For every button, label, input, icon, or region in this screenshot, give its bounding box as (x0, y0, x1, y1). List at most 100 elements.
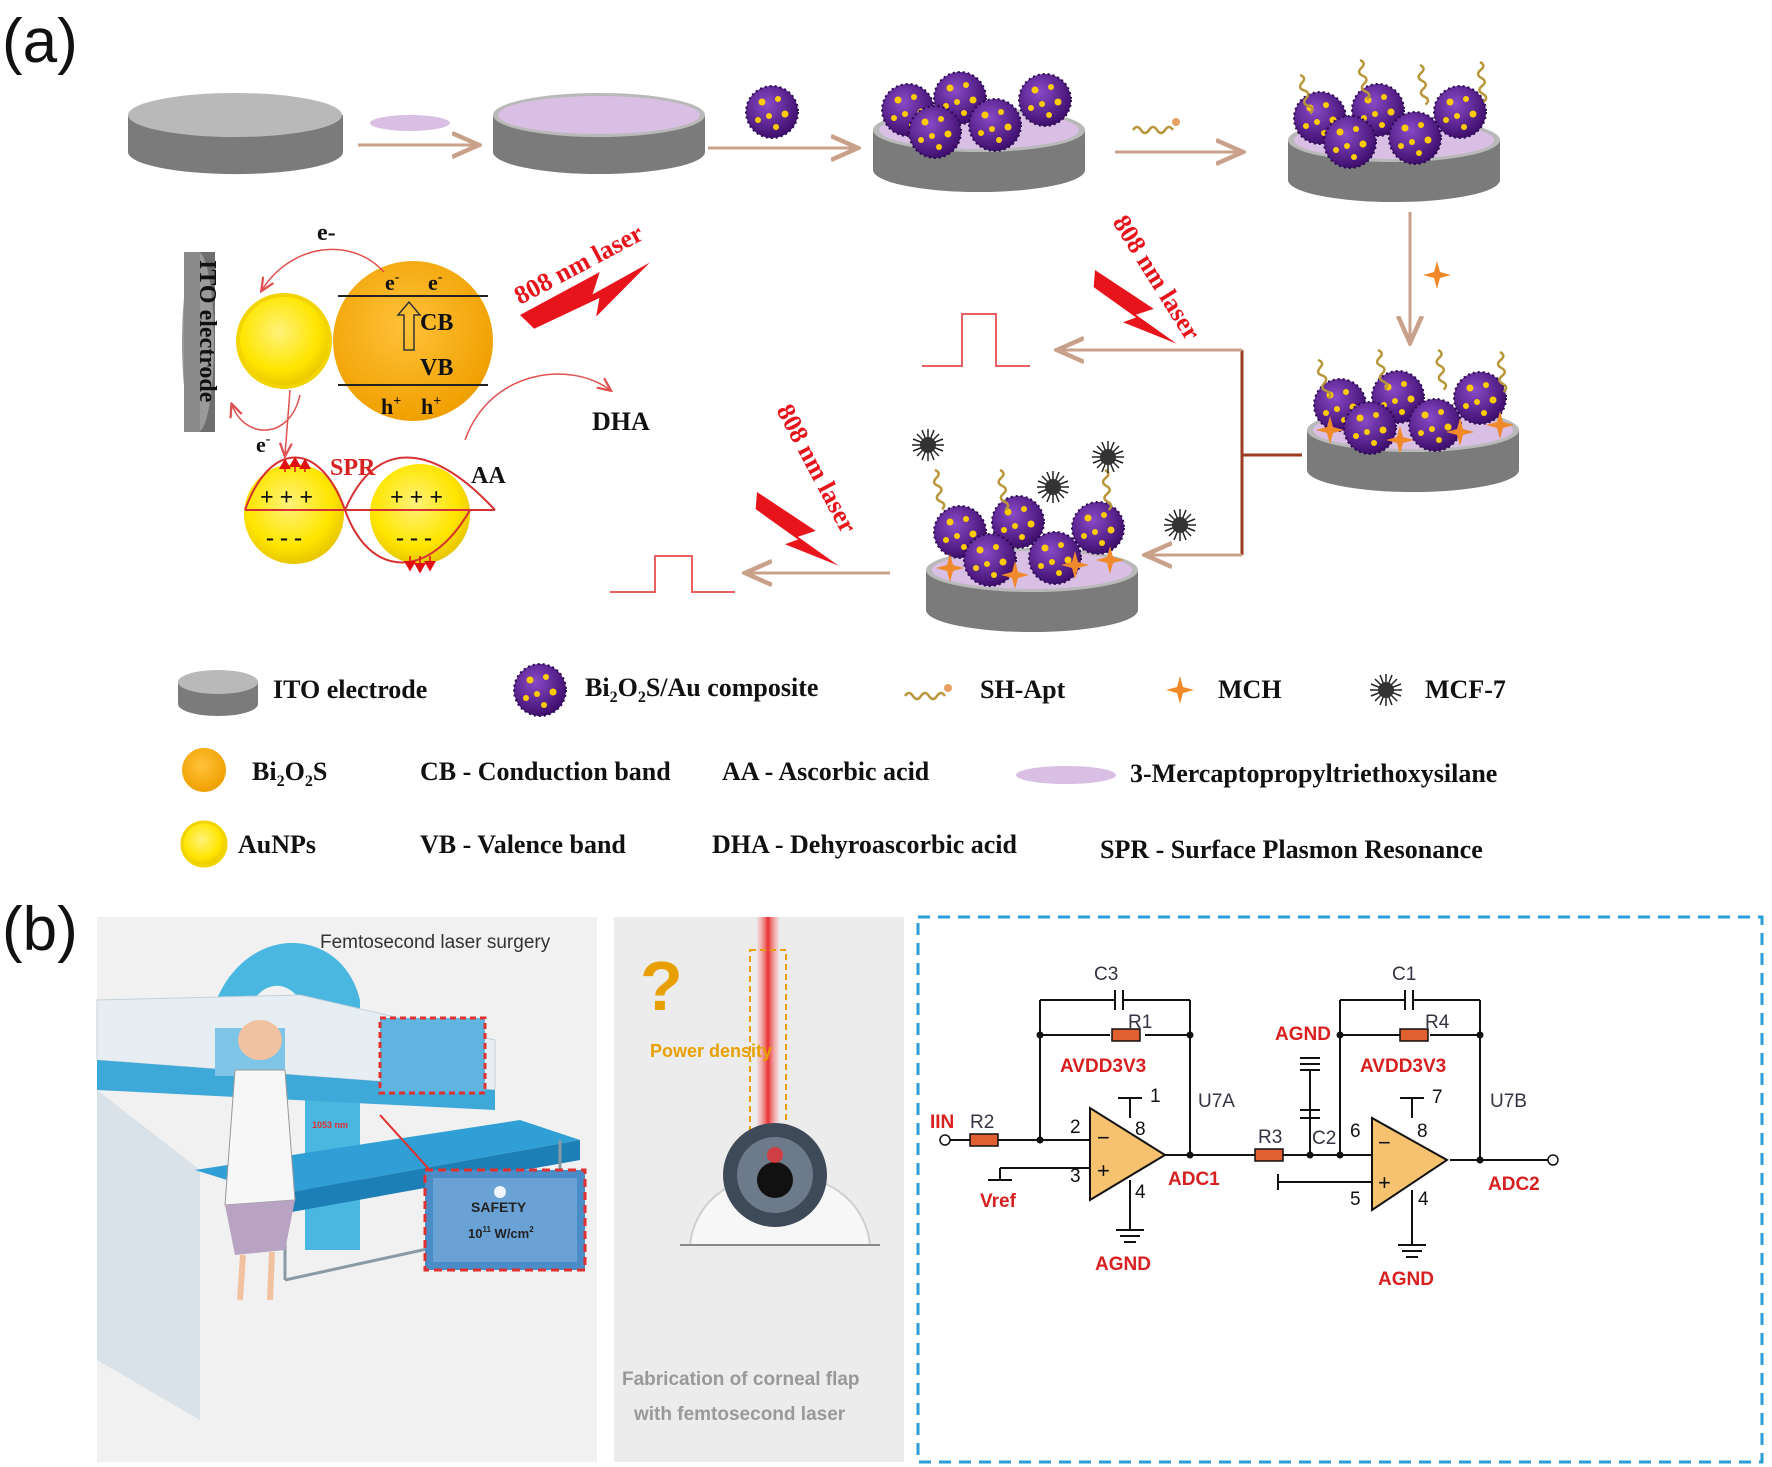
surgery-title: Femtosecond laser surgery (320, 932, 551, 953)
legend-aunps-label: AuNPs (238, 830, 316, 859)
legend-vb-label: VB - Valence band (420, 830, 626, 859)
spr-minus-1: - - - (266, 525, 302, 551)
opamp1-minus: − (1097, 1125, 1110, 1150)
electrode-aptamer (1288, 58, 1500, 202)
r1-label: R1 (1128, 1012, 1152, 1033)
dha-label: DHA (592, 407, 650, 436)
legend-spr-label: SPR - Surface Plasmon Resonance (1100, 835, 1483, 864)
circuit-components (939, 1028, 1559, 1212)
mechanism-ito-electrode (182, 252, 215, 432)
agnd3-label: AGND (1378, 1269, 1434, 1290)
spr-wave-inner (344, 456, 496, 511)
adc2-label: ADC2 (1488, 1174, 1540, 1195)
u7a-label: U7A (1198, 1091, 1235, 1112)
c1-label: C1 (1392, 964, 1416, 985)
sh-apt-icon (1131, 125, 1175, 135)
laser-label: 808 nm laser (1107, 210, 1207, 345)
photocurrent-pulse-high (922, 313, 1030, 367)
vb-label: VB (420, 355, 453, 381)
legend-cb-label: CB - Conduction band (420, 757, 671, 786)
agnd2-label: AGND (1275, 1024, 1331, 1045)
laser-bolt (1093, 270, 1177, 344)
ito-electrode-label: ITO electrode (194, 260, 220, 403)
photocurrent-pulse-low (610, 555, 735, 593)
spr-field-arrows (279, 456, 436, 574)
pin8a-label: 8 (1135, 1119, 1146, 1140)
wavelength-label: 1053 nm (312, 1120, 348, 1130)
mcf7-icon (1163, 508, 1197, 542)
vref-label: Vref (980, 1191, 1017, 1212)
legend-aunps-icon (180, 820, 228, 868)
laser-bolt (520, 262, 650, 329)
excitation-arrow (396, 300, 422, 351)
cb-electron-1: e- (385, 270, 400, 295)
legend-composite-icon (513, 663, 567, 717)
legend-composite-label: Bi2O2S/Au composite (585, 673, 818, 706)
pin4a-label: 4 (1135, 1182, 1146, 1203)
electrode-silane (493, 93, 705, 174)
opamp1-plus: + (1097, 1158, 1110, 1183)
r2-label: R2 (970, 1112, 994, 1133)
pin5-label: 5 (1350, 1189, 1361, 1210)
spr-plus-2: + + + (390, 485, 443, 511)
aa-label: AA (471, 463, 506, 489)
pin2-label: 2 (1070, 1117, 1081, 1138)
electrode-bare (128, 93, 343, 175)
aunp-spr-1 (244, 464, 344, 564)
legend-ito-icon (178, 670, 258, 716)
spr-wave (244, 456, 495, 564)
legend-ito-label: ITO electrode (273, 675, 427, 704)
electrode-composite (873, 71, 1085, 192)
pin3-label: 3 (1070, 1166, 1081, 1187)
pin4b-label: 4 (1418, 1189, 1429, 1210)
pin6-label: 6 (1350, 1121, 1361, 1142)
legend-mcf7-icon (1369, 673, 1403, 707)
corneal-illustration (614, 917, 904, 1462)
spr-label: SPR (330, 455, 376, 481)
r4-label: R4 (1425, 1012, 1450, 1033)
avdd1-label: AVDD3V3 (1060, 1056, 1146, 1077)
electron-transfer-arrow (262, 248, 385, 290)
aa-oxidation-arrow (464, 373, 610, 441)
corneal-caption-1: Fabrication of corneal flap (622, 1369, 860, 1390)
legend-silane-label: 3-Mercaptopropyltriethoxysilane (1130, 759, 1497, 788)
panel-a-label: (a) (2, 7, 78, 76)
electrode-mcf7 (911, 428, 1138, 632)
circuit-labels: C3 R1 AVDD3V3 1 8 U7A IIN R2 2 3 4 Vref … (930, 964, 1540, 1290)
c3-label: C3 (1094, 964, 1118, 985)
legend-apt-icon (903, 691, 947, 701)
spr-minus-2: - - - (396, 525, 432, 551)
pin7-label: 7 (1432, 1087, 1443, 1108)
legend-mcf7-label: MCF-7 (1425, 675, 1506, 704)
circuit-frame (916, 915, 1764, 1464)
aunp-spr-2 (370, 464, 470, 564)
cb-label: CB (420, 310, 453, 336)
opamp2-plus: + (1378, 1170, 1391, 1195)
panel-b-label: (b) (2, 895, 78, 964)
legend-mch-icon (1166, 676, 1194, 704)
legend-mch-label: MCH (1218, 675, 1282, 704)
legend-bi2o2s-label: Bi2O2S (252, 757, 327, 790)
avdd2-label: AVDD3V3 (1360, 1056, 1446, 1077)
question-mark: ? (640, 947, 683, 1025)
legend-apt-label: SH-Apt (980, 675, 1066, 704)
vb-hole-2: h+ (421, 394, 441, 419)
c2-label: C2 (1312, 1128, 1336, 1149)
left-electron-label: e- (256, 432, 271, 457)
r3-label: R3 (1258, 1127, 1282, 1148)
legend-apt-end (944, 684, 952, 692)
iin-label: IIN (930, 1112, 954, 1133)
opamp2-minus: − (1378, 1130, 1391, 1155)
power-density-label: Power density (650, 1041, 772, 1061)
top-electron-label: e- (317, 220, 336, 246)
spr-plus-1: + + + (260, 485, 313, 511)
corneal-caption-2: with femtosecond laser (633, 1404, 846, 1425)
composite-icon (745, 85, 799, 139)
laser-bolt (755, 492, 839, 566)
cb-electron-2: e- (428, 270, 443, 295)
silane-icon (370, 115, 450, 131)
surgery-illustration (96, 917, 597, 1462)
aunp-circle (236, 293, 332, 389)
mch-icon (1423, 261, 1451, 289)
